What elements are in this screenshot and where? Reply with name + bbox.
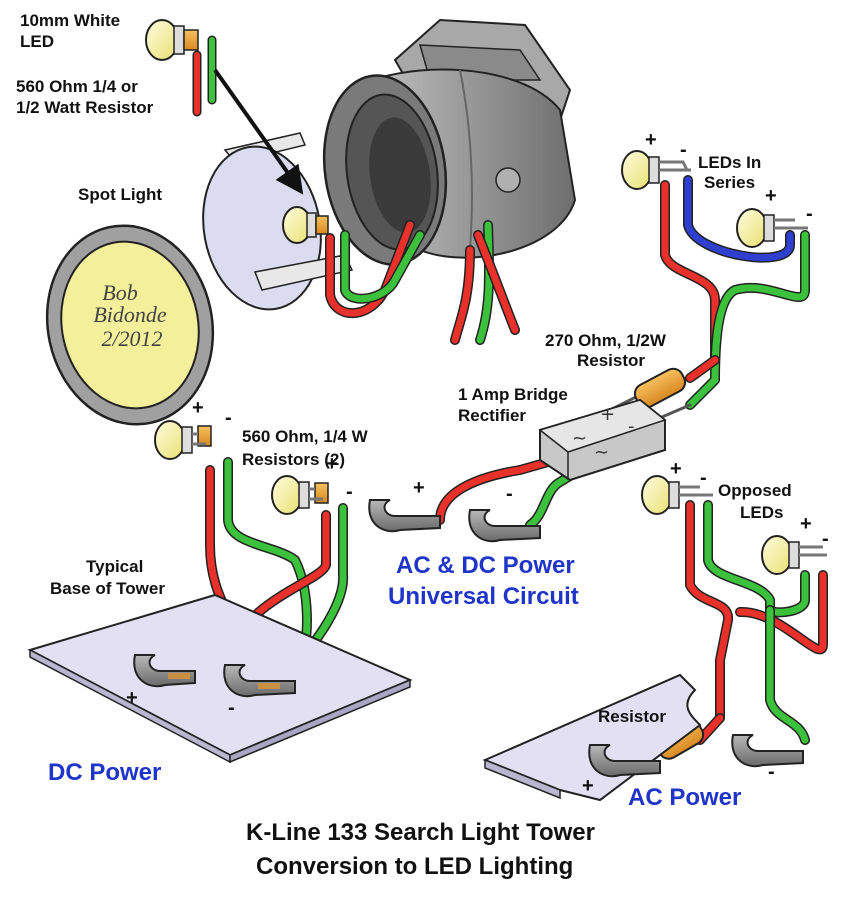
label-base-line-1: Typical	[86, 557, 143, 576]
led-opposed-2	[761, 535, 827, 575]
label-acdc-line-1: AC & DC Power	[396, 552, 575, 579]
led-opposed-1	[641, 475, 713, 515]
plus-dc-1: +	[192, 397, 204, 419]
plus-dc-base: +	[126, 687, 138, 709]
label-led-line-2: LED	[20, 32, 54, 51]
led-series-2	[736, 208, 808, 248]
clip-univ-plus	[368, 499, 441, 533]
label-resistor-line-2: 1/2 Watt Resistor	[16, 98, 154, 117]
led-spot	[282, 206, 329, 244]
label-bridge-line-1: 1 Amp Bridge	[458, 385, 568, 404]
spotlight-housing	[322, 18, 577, 266]
signature-line-3: 2/2012	[101, 326, 162, 351]
label-led-line-1: 10mm White	[20, 11, 120, 30]
label-base-line-2: Base of Tower	[50, 579, 165, 598]
minus-dc-1: -	[225, 407, 232, 429]
label-270-line-2: Resistor	[577, 351, 645, 370]
led-dc-2	[271, 475, 329, 515]
clip-univ-minus	[468, 509, 541, 543]
legend-led-wires	[192, 35, 217, 117]
label-bridge-line-2: Rectifier	[458, 406, 526, 425]
label-leds-series-line-1: LEDs In	[698, 153, 761, 172]
rectifier-ac-symbol-2: ~	[594, 442, 609, 463]
label-opposed-line-1: Opposed	[718, 481, 792, 500]
plus-series-2: +	[765, 185, 777, 207]
title-line-2: Conversion to LED Lighting	[256, 853, 573, 880]
plus-dc-2: +	[326, 453, 338, 475]
led-series-1	[621, 150, 691, 190]
minus-ac-base: -	[768, 761, 775, 783]
led-legend	[145, 19, 199, 61]
led-dc-1	[154, 420, 212, 460]
label-spot-light: Spot Light	[78, 185, 162, 204]
pointer-arrow	[213, 68, 304, 195]
labels: 10mm White LED 560 Ohm 1/4 or 1/2 Watt R…	[16, 11, 792, 880]
minus-opposed-2: -	[822, 528, 829, 550]
bridge-output-wires	[435, 455, 585, 530]
minus-series-1: -	[680, 139, 687, 161]
plus-univ: +	[413, 477, 425, 499]
rectifier-minus-symbol: -	[628, 416, 635, 437]
plus-series-1: +	[645, 129, 657, 151]
plus-ac-base: +	[582, 775, 594, 797]
clip-dc-minus	[223, 664, 296, 698]
clip-dc-plus	[133, 654, 196, 688]
clip-ac-minus	[731, 734, 804, 768]
label-leds-series-line-2: Series	[704, 173, 755, 192]
rectifier-plus-symbol: +	[600, 404, 615, 425]
minus-opposed-1: -	[700, 467, 707, 489]
label-560-line-2: Resistors (2)	[242, 450, 345, 469]
polarity-marks: + - + - + - + - + - + - + - + - + -	[126, 129, 829, 797]
label-ac-power: AC Power	[628, 784, 741, 811]
label-dc-power: DC Power	[48, 759, 161, 786]
minus-univ: -	[506, 483, 513, 505]
clip-ac-plus	[588, 744, 661, 778]
series-led-wires	[598, 175, 810, 422]
spot-led-wires	[325, 220, 520, 345]
bridge-rectifier: ~ + - ~	[538, 398, 667, 482]
signature-line-2: Bidonde	[93, 302, 167, 327]
signature-line-1: Bob	[102, 280, 137, 305]
minus-dc-2: -	[346, 481, 353, 503]
label-acdc-line-2: Universal Circuit	[388, 583, 579, 610]
label-resistor-ac: Resistor	[598, 707, 666, 726]
opposed-led-wires	[685, 500, 828, 745]
label-270-line-1: 270 Ohm, 1/2W	[545, 331, 667, 350]
dc-base-plate	[27, 593, 413, 764]
label-resistor-line-1: 560 Ohm 1/4 or	[16, 77, 138, 96]
plus-opposed-2: +	[800, 513, 812, 535]
label-560-line-1: 560 Ohm, 1/4 W	[242, 427, 369, 446]
rectifier-ac-symbol-1: ~	[572, 428, 587, 449]
spot-light-lens: Bob Bidonde 2/2012	[45, 224, 215, 426]
label-opposed-line-2: LEDs	[740, 503, 783, 522]
minus-dc-base: -	[228, 697, 235, 719]
minus-series-2: -	[806, 203, 813, 225]
title-line-1: K-Line 133 Search Light Tower	[246, 819, 595, 846]
plus-opposed-1: +	[670, 458, 682, 480]
